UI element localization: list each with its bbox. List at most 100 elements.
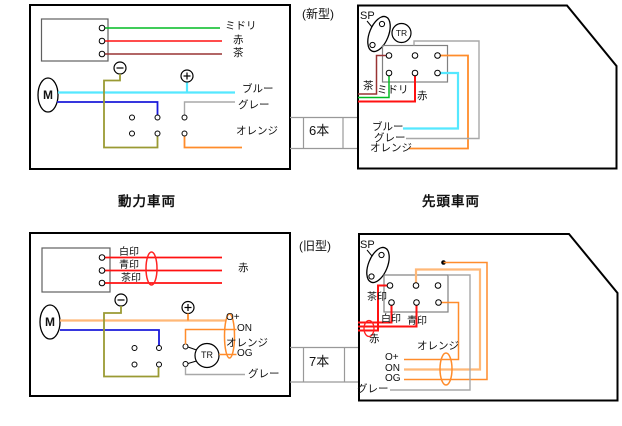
wire-gray (183, 101, 235, 115)
power-car-caption: 動力車両 (118, 194, 176, 209)
new-type-title: (新型) (302, 7, 334, 21)
wire-blue-cyan (403, 71, 460, 130)
wire-label-red: 赤 (417, 90, 428, 102)
wire-label-orange: オレンジ (370, 142, 412, 154)
terminal (154, 114, 161, 121)
terminal (412, 282, 420, 289)
terminal (131, 345, 138, 351)
wire-label-gray: グレー (357, 383, 389, 395)
wire-green (358, 73, 390, 99)
terminal-label-o-plus: O+ (226, 312, 240, 323)
wire-orange (409, 54, 469, 150)
wire-label-red: 赤 (369, 333, 380, 345)
terminal (98, 267, 106, 274)
lead-car-caption: 先頭車両 (422, 194, 480, 209)
terminal-label-o-plus: O+ (385, 352, 399, 363)
wire-orange-og (404, 261, 488, 381)
motor-symbol (39, 304, 61, 340)
wire-label-gray: グレー (248, 368, 280, 380)
terminal (181, 114, 188, 121)
terminal (435, 299, 442, 306)
terminal (413, 299, 420, 306)
terminal (386, 282, 394, 289)
red-wire-bundle (145, 251, 158, 286)
wire-red (358, 73, 416, 103)
wire-label-blue: ブルー (242, 83, 274, 95)
wire-gray (406, 40, 480, 140)
wire-gray (390, 274, 471, 391)
wire-gray (184, 366, 245, 376)
power-old-box (29, 232, 291, 397)
terminal (98, 254, 106, 261)
speaker-icon (366, 246, 390, 284)
wire-label-orange: オレンジ (226, 337, 268, 349)
terminal (98, 24, 106, 32)
terminal-label-o-n: ON (237, 323, 252, 334)
plus-terminal-icon (180, 69, 194, 83)
tr-lead (187, 360, 197, 364)
wire-label-red: 赤 (238, 262, 249, 274)
wire-red-brown-mark (358, 284, 390, 332)
sp-pointer-line (366, 249, 373, 257)
lead-new-box (357, 4, 618, 170)
speaker-terminal (368, 273, 375, 280)
wire-orange-on (184, 328, 237, 345)
red-wire-bundle (363, 319, 375, 338)
terminal (434, 69, 441, 77)
terminal-label-o-g: OG (237, 348, 253, 359)
wire-label-white-mark: 白印 (119, 247, 139, 258)
wire-blue (57, 101, 159, 115)
wire-label-brown-mark: 茶印 (367, 292, 387, 303)
wire-red-white-mark (358, 302, 393, 324)
terminal (98, 37, 106, 45)
wire-label-white-mark: 白印 (381, 314, 401, 325)
terminal (411, 69, 419, 77)
terminal (385, 52, 393, 59)
motor-label: M (45, 315, 55, 329)
coupling-old-label: 7本 (309, 354, 330, 369)
wire-orange-on (404, 268, 482, 371)
terminal (181, 130, 188, 137)
terminal-label-o-g: OG (385, 373, 401, 384)
terminal (434, 282, 442, 289)
transformer-symbol (391, 22, 412, 44)
speaker-terminal (369, 41, 376, 49)
wire-label-orange: オレンジ (236, 125, 278, 137)
speaker-label: SP (360, 239, 375, 251)
wire-label-brown: 茶 (233, 47, 244, 59)
terminal (182, 361, 189, 367)
wire-label-blue: ブルー (372, 121, 404, 133)
motor-symbol (37, 77, 59, 113)
terminal (385, 69, 393, 77)
transformer-label: TR (395, 28, 408, 38)
wire-label-brown-mark: 茶印 (121, 273, 141, 284)
wire-brown (358, 54, 389, 95)
wire-label-orange: オレンジ (417, 340, 459, 352)
wire-label-gray: グレー (374, 132, 406, 144)
terminal (129, 114, 135, 121)
coupling-new-label: 6本 (309, 123, 330, 138)
wire-olive (103, 74, 159, 149)
wire-label-brown: 茶 (363, 80, 374, 92)
wire-label-green: ミドリ (225, 20, 257, 32)
wire-label-gray: グレー (238, 99, 270, 111)
terminal (156, 361, 162, 368)
old-type-title: (旧型) (299, 239, 331, 253)
terminal (154, 130, 161, 137)
orange-wire-bundle (439, 352, 453, 386)
transformer-symbol (194, 342, 220, 369)
transformer-label: TR (201, 350, 213, 360)
terminal-label-o-n: ON (385, 362, 400, 374)
terminal (182, 343, 189, 350)
wire-blue (60, 329, 160, 346)
power-new-box (29, 4, 291, 170)
orange-wire-bundle (223, 313, 236, 359)
wire-orange (183, 136, 242, 149)
tr-lead (187, 346, 197, 351)
terminal (388, 299, 395, 306)
terminal (131, 361, 138, 368)
wire-olive (103, 306, 160, 378)
wire-red-blue-mark (358, 302, 418, 328)
speaker-terminal (378, 251, 385, 259)
